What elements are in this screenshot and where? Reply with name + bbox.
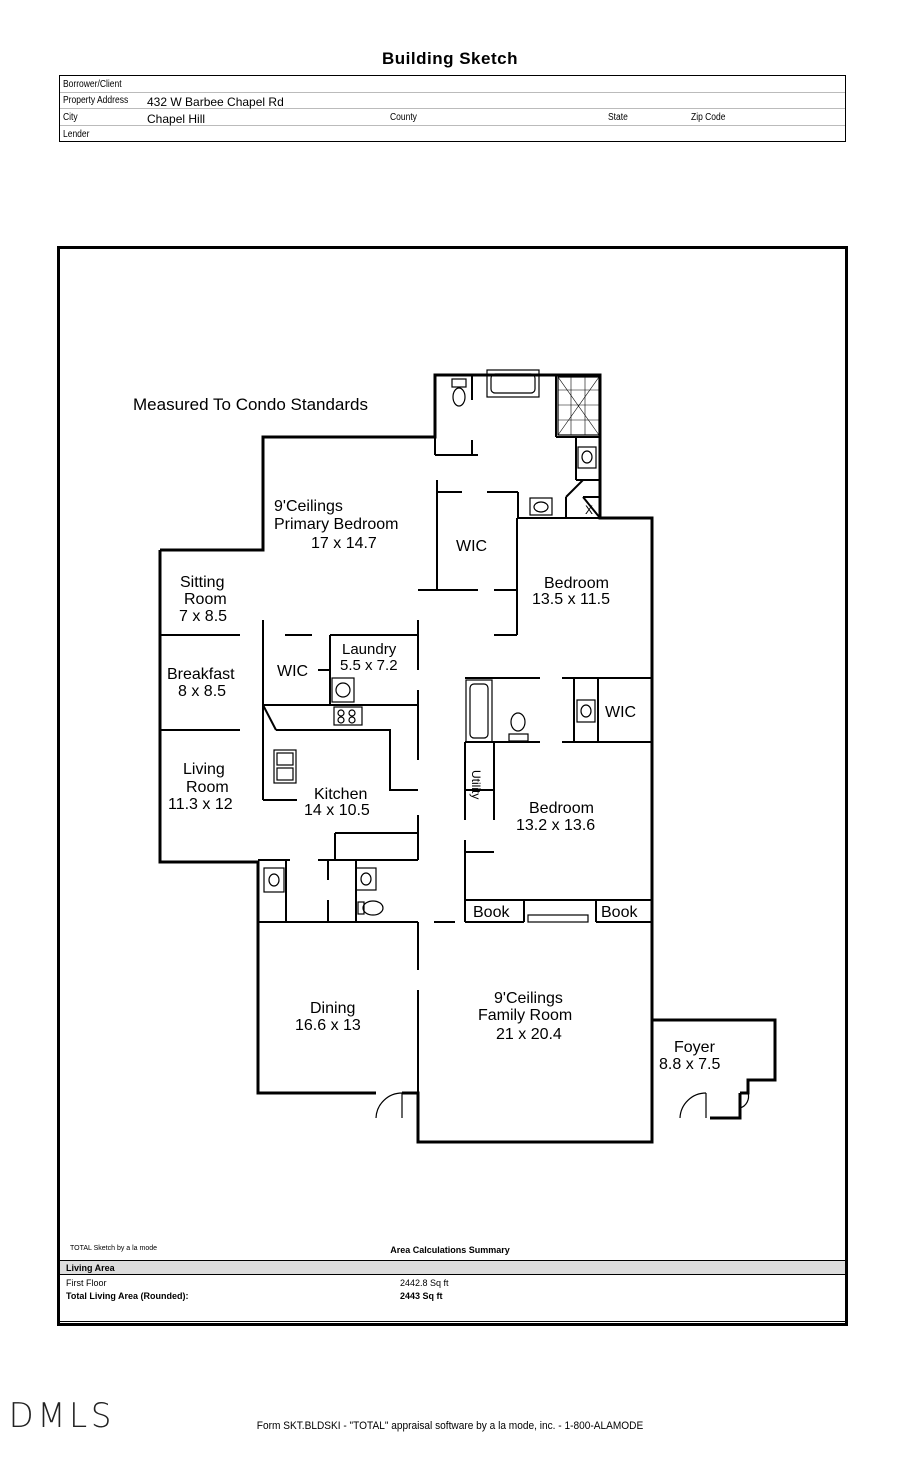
living-room-dim: 11.3 x 12 xyxy=(168,796,233,813)
laundry-label: Laundry xyxy=(342,641,397,658)
condo-note: Measured To Condo Standards xyxy=(133,395,369,414)
primary-ceiling: 9'Ceilings xyxy=(274,498,343,515)
laundry-dim: 5.5 x 7.2 xyxy=(340,657,398,674)
bedroom1-label: Bedroom xyxy=(544,575,609,592)
bedroom2-label: Bedroom xyxy=(529,800,594,817)
borrower-row: Borrower/Client xyxy=(60,76,845,93)
county-label: County xyxy=(390,112,417,123)
book-label-left: Book xyxy=(473,904,510,921)
lender-row: Lender xyxy=(60,126,845,142)
utility-text: Utility xyxy=(469,770,483,800)
dmls-watermark: DMLS xyxy=(8,1396,116,1436)
kitchen-dim: 14 x 10.5 xyxy=(304,802,370,819)
kitchen-label: Kitchen xyxy=(314,786,368,803)
city-label: City xyxy=(63,112,78,123)
outer-wall-top xyxy=(160,373,654,1020)
outer-wall xyxy=(158,550,376,1095)
address-row: Property Address 432 W Barbee Chapel Rd xyxy=(60,92,845,109)
first-floor-value: 2442.8 Sq ft xyxy=(400,1278,449,1288)
outer-wall-2 xyxy=(402,1018,777,1144)
sitting-room-label: Sitting xyxy=(180,574,225,591)
utility-label: Utility xyxy=(441,762,483,799)
borrower-label: Borrower/Client xyxy=(63,79,122,90)
sketch-frame xyxy=(57,246,848,1326)
family-ceiling: 9'Ceilings xyxy=(494,990,563,1007)
breakfast-label: Breakfast xyxy=(167,666,235,683)
first-floor-label: First Floor xyxy=(66,1278,107,1288)
form-footer: Form SKT.BLDSKI - "TOTAL" appraisal soft… xyxy=(256,1420,644,1432)
address-value: 432 W Barbee Chapel Rd xyxy=(147,95,284,109)
summary-header: Living Area xyxy=(60,1261,845,1275)
wic-primary-label: WIC xyxy=(456,538,488,555)
primary-bedroom-dim: 17 x 14.7 xyxy=(311,535,377,552)
lender-label: Lender xyxy=(63,129,90,140)
sitting-room-label-2: Room xyxy=(184,591,227,608)
family-room-label: Family Room xyxy=(478,1007,573,1024)
sitting-room-dim: 7 x 8.5 xyxy=(179,608,228,625)
area-summary: Living Area First Floor 2442.8 Sq ft Tot… xyxy=(59,1260,846,1322)
x-mark: X xyxy=(585,503,594,517)
total-label: Total Living Area (Rounded): xyxy=(66,1291,189,1301)
bedroom1-dim: 13.5 x 11.5 xyxy=(532,591,610,608)
foyer-dim: 8.8 x 7.5 xyxy=(659,1056,721,1073)
total-value: 2443 Sq ft xyxy=(400,1291,443,1301)
primary-bedroom-label: Primary Bedroom xyxy=(274,516,399,533)
city-row: City Chapel Hill County State Zip Code xyxy=(60,109,845,126)
summary-title: Area Calculations Summary xyxy=(390,1245,510,1255)
breakfast-dim: 8 x 8.5 xyxy=(178,683,227,700)
living-room-label-2: Room xyxy=(186,779,229,796)
page-title: Building Sketch xyxy=(382,49,518,68)
state-label: State xyxy=(608,112,628,123)
address-label: Property Address xyxy=(63,95,129,106)
living-room-label: Living xyxy=(183,761,225,778)
book-label-right: Book xyxy=(601,904,638,921)
header-table: Borrower/Client Property Address 432 W B… xyxy=(59,75,846,142)
bedroom2-dim: 13.2 x 13.6 xyxy=(516,817,596,834)
city-value: Chapel Hill xyxy=(147,112,206,126)
dining-label: Dining xyxy=(310,1000,356,1017)
wic-bedroom-label: WIC xyxy=(605,704,637,721)
foyer-label: Foyer xyxy=(674,1039,715,1056)
dining-dim: 16.6 x 13 xyxy=(295,1017,361,1034)
foyer-wall xyxy=(710,1093,742,1120)
family-room-dim: 21 x 20.4 xyxy=(496,1026,562,1043)
sketch-credit: TOTAL Sketch by a la mode xyxy=(70,1245,158,1252)
wic-kitchen-label: WIC xyxy=(277,663,309,680)
zip-label: Zip Code xyxy=(691,112,726,123)
